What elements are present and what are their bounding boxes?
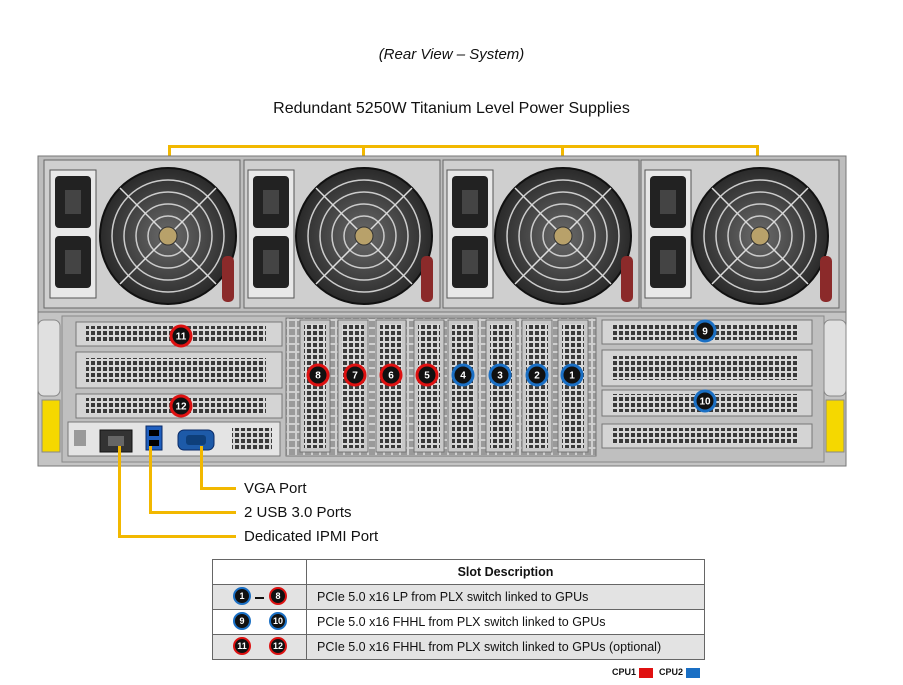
callout-usb-ports: 2 USB 3.0 Ports (244, 504, 352, 521)
legend-cpu1-label: CPU1 (612, 667, 637, 677)
svg-text:9: 9 (702, 327, 708, 338)
callout-ipmi-port: Dedicated IPMI Port (244, 528, 379, 545)
legend-cpu1-swatch (639, 667, 654, 678)
row-icons: 1 8 (212, 584, 307, 610)
svg-text:4: 4 (460, 371, 466, 382)
svg-text:3: 3 (497, 371, 503, 382)
psu-4 (640, 159, 840, 309)
table-row: 11 12 PCIe 5.0 x16 FHHL from PLX switch … (212, 634, 705, 660)
psu-1 (43, 159, 241, 309)
slot-description-table: Slot Description 1 8 PCIe 5.0 x16 LP fro… (212, 559, 705, 660)
range-dash (255, 597, 264, 599)
svg-text:7: 7 (352, 371, 358, 382)
badge-slot-1: 1 (233, 587, 251, 605)
row-description: PCIe 5.0 x16 FHHL from PLX switch linked… (306, 609, 705, 635)
slot-badge-10: 10 (693, 389, 717, 413)
row-icons: 9 10 (212, 609, 307, 635)
slot-badge-8: 8 (306, 363, 330, 387)
slot-badge-7: 7 (343, 363, 367, 387)
svg-text:12: 12 (175, 402, 187, 413)
view-caption: (Rear View – System) (378, 46, 525, 63)
row-description: PCIe 5.0 x16 LP from PLX switch linked t… (306, 584, 705, 610)
slot-badge-9: 9 (693, 319, 717, 343)
psu-3 (442, 159, 640, 309)
slot-badge-12: 12 (169, 394, 193, 418)
svg-text:2: 2 (534, 371, 540, 382)
table-header-blank (212, 559, 307, 585)
slot-badge-1: 1 (560, 363, 584, 387)
psu-label: Redundant 5250W Titanium Level Power Sup… (273, 100, 630, 117)
table-header: Slot Description (306, 559, 705, 585)
callout-lines (118, 446, 236, 538)
slot-badge-11: 11 (169, 324, 193, 348)
slot-badge-3: 3 (488, 363, 512, 387)
io-bay (37, 311, 847, 467)
table-row: 9 10 PCIe 5.0 x16 FHHL from PLX switch l… (212, 609, 705, 635)
svg-text:11: 11 (176, 332, 187, 343)
psu-2 (243, 159, 441, 309)
svg-text:10: 10 (699, 397, 711, 408)
cpu-legend: CPU1 CPU2 (612, 667, 706, 678)
slot-badge-5: 5 (415, 363, 439, 387)
legend-cpu2-label: CPU2 (659, 667, 684, 677)
row-icons: 11 12 (212, 634, 307, 660)
slot-badge-4: 4 (451, 363, 475, 387)
svg-text:5: 5 (424, 371, 430, 382)
svg-text:8: 8 (315, 371, 321, 382)
callout-vga-port: VGA Port (244, 480, 307, 497)
table-row: 1 8 PCIe 5.0 x16 LP from PLX switch link… (212, 584, 705, 610)
svg-text:1: 1 (569, 371, 575, 382)
badge-slot-9: 9 (233, 612, 251, 630)
badge-slot-8: 8 (269, 587, 287, 605)
svg-text:6: 6 (388, 371, 394, 382)
slot-badge-6: 6 (379, 363, 403, 387)
badge-slot-12: 12 (269, 637, 287, 655)
legend-cpu2-swatch (686, 667, 701, 678)
badge-slot-11: 11 (233, 637, 251, 655)
slot-badge-2: 2 (525, 363, 549, 387)
badge-slot-10: 10 (269, 612, 287, 630)
row-description: PCIe 5.0 x16 FHHL from PLX switch linked… (306, 634, 705, 660)
